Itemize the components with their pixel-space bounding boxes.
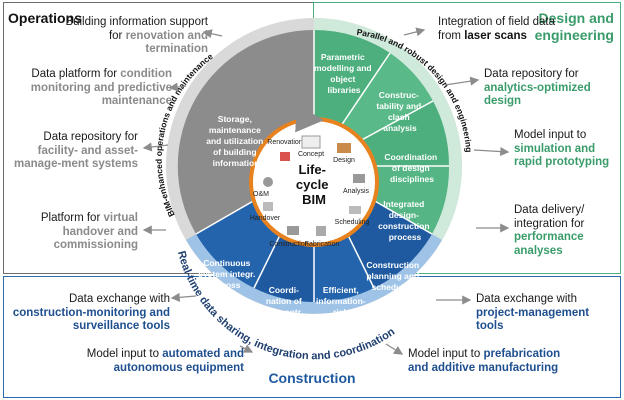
design-note-laser: Integration of field data from laser sca…: [438, 16, 556, 43]
design-segment-label-2: Construc- tability and clash analysis: [376, 90, 423, 133]
ops-note-highlight: virtual handover and commissioning: [53, 212, 138, 251]
con-segment-label-2: Efficient, information- rich tenders: [316, 285, 368, 328]
stage-label-renovation: Renovation: [267, 139, 303, 146]
ops-note-plain: Building information support for: [65, 16, 208, 42]
con-note-pm-tools: Data exchange with project-management to…: [476, 293, 616, 334]
analysis-icon: [353, 174, 365, 183]
design-note-highlight: simulation and rapid prototyping: [514, 142, 610, 169]
design-note-performance: Data delivery/ integration for performan…: [514, 204, 616, 258]
con-note-highlight: prefabrication and additive manufacturin…: [408, 348, 561, 374]
ops-segment-label: Storage, maintenance and utilization of …: [206, 114, 266, 168]
center-title: Life- cycle BIM: [296, 162, 332, 207]
ops-note-plain: Platform for: [40, 212, 104, 224]
stage-label-concept: Concept: [298, 151, 324, 158]
ops-note-highlight: condition monitoring and predictive main…: [30, 68, 172, 107]
construction-icon: [287, 226, 299, 235]
note-arrows: [142, 27, 510, 355]
design-segment-label-1: Parametric modelling and object librarie…: [314, 52, 374, 95]
stage-label-o-m: O&M: [253, 191, 269, 198]
design-segment-label-4: Integrated design- construction process: [378, 199, 432, 242]
concept-icon: [301, 135, 321, 149]
design-note-highlight: analytics-optimized design: [484, 81, 591, 108]
om-icon: [263, 177, 273, 187]
fabrication-icon: [316, 226, 326, 236]
stage-label-scheduling: Scheduling: [335, 219, 370, 226]
operations-title: Operations: [8, 10, 82, 26]
con-note-highlight: automated and autonomous equipment: [113, 348, 244, 374]
ops-note-handover: Platform for virtual handover and commis…: [20, 212, 138, 253]
con-note-prefab: Model input to prefabrication and additi…: [408, 348, 568, 375]
design-segment-label-3: Coordination of design disciplines: [384, 152, 439, 184]
ops-note-renovation: Building information support for renovat…: [60, 16, 208, 57]
ops-note-plain: Data repository for: [43, 131, 138, 143]
design-note-highlight: laser scans: [464, 29, 527, 42]
ops-note-highlight: renovation and termination: [125, 29, 208, 56]
stage-label-fabrication: Fabrication: [305, 241, 340, 248]
con-note-plain: Data exchange with: [476, 293, 578, 305]
ops-note-plain: Data platform for: [31, 68, 121, 80]
scheduling-icon: [349, 206, 361, 214]
con-note-equipment: Model input to automated and autonomous …: [44, 348, 244, 375]
design-title-line1: Design and: [538, 10, 614, 26]
ops-note-highlight: facility- and asset-manage-ment systems: [14, 144, 138, 171]
design-note-analytics: Data repository for analytics-optimized …: [484, 68, 602, 109]
design-note-highlight: performance analyses: [514, 231, 584, 257]
design-icon: [337, 143, 351, 153]
ops-note-facility: Data repository for facility- and asset-…: [10, 131, 138, 172]
design-note-plain: Data delivery/ integration for: [514, 204, 585, 230]
con-note-highlight: construction-monitoring and surveillance…: [12, 306, 170, 333]
con-note-plain: Model input to: [86, 348, 163, 360]
stage-label-analysis: Analysis: [343, 188, 370, 195]
stage-label-construction: Construction: [269, 241, 308, 248]
design-note-plain: Model input to: [514, 129, 587, 141]
stage-label-design: Design: [333, 157, 355, 164]
design-title-line2: engineering: [534, 27, 614, 43]
con-note-highlight: project-management tools: [476, 306, 590, 333]
con-note-plain: Model input to: [408, 348, 484, 360]
con-segment-label-1: Construction planning and scheduling: [366, 260, 421, 292]
design-note-simulation: Model input to simulation and rapid prot…: [514, 129, 616, 170]
con-segment-label-3: Coordi- nation of subcontr. and supplier…: [257, 285, 313, 328]
lifecycle-stages: ConceptDesignAnalysisSchedulingFabricati…: [250, 139, 370, 248]
con-segment-label-4: Continuous system integr. across parties: [198, 258, 258, 301]
construction-title: Construction: [268, 370, 356, 386]
stage-icons: [263, 135, 365, 236]
design-note-plain: Data repository for: [484, 68, 579, 80]
con-note-plain: Data exchange with: [68, 293, 170, 305]
ops-note-monitoring: Data platform for condition monitoring a…: [24, 68, 172, 109]
handover-icon: [263, 202, 273, 211]
design-note-plain: Integration of field data from: [438, 16, 555, 42]
design-title: Design and engineering: [535, 10, 614, 44]
stage-label-handover: Handover: [250, 215, 281, 222]
renovation-icon: [280, 152, 290, 161]
con-note-monitoring: Data exchange with construction-monitori…: [10, 293, 170, 334]
